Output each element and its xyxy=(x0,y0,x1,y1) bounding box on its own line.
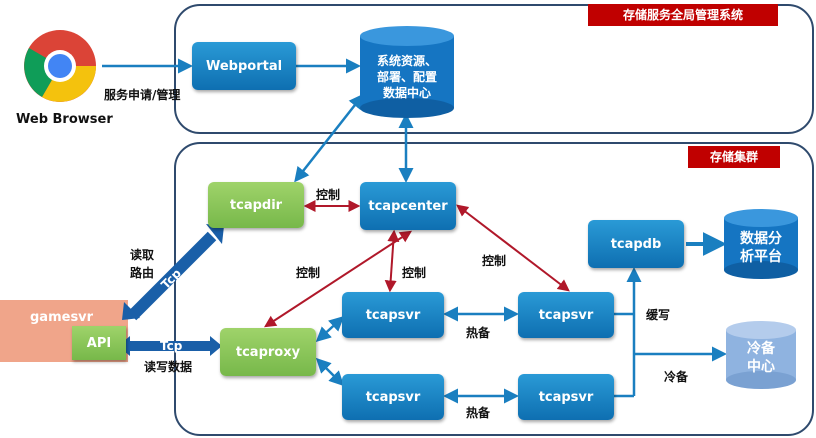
tcapcenter-node[interactable]: tcapcenter xyxy=(360,182,456,230)
api-node[interactable]: API xyxy=(72,326,126,360)
cold-backup-text: 冷备 中心 xyxy=(726,336,796,380)
analysis-text: 数据分 析平台 xyxy=(724,226,798,270)
tcapsvr-node-3[interactable]: tcapsvr xyxy=(342,374,444,420)
config-center-line-2: 部署、配置 xyxy=(376,70,437,84)
control-label-4: 控制 xyxy=(482,254,507,268)
slow-write-label: 缓写 xyxy=(646,308,671,322)
webportal-node[interactable]: Webportal xyxy=(192,42,296,90)
analysis-line-2: 析平台 xyxy=(740,249,782,265)
arrow-tcaproxy-tcapsvr3 xyxy=(315,357,345,387)
config-center-line-1: 系统资源、 xyxy=(376,54,437,68)
read-write-label: 读写数据 xyxy=(144,360,193,374)
config-center-db xyxy=(360,26,454,118)
arrow-tcaproxy-tcapsvr1 xyxy=(315,315,345,343)
tcp-label-2: Tcp xyxy=(160,339,183,353)
analysis-db xyxy=(724,209,798,279)
arrow-api-tcapdir xyxy=(122,224,224,321)
cold-backup-line-1: 冷备 xyxy=(747,341,775,357)
tcapsvr-node-4[interactable]: tcapsvr xyxy=(518,374,614,420)
config-center-line-3: 数据中心 xyxy=(382,86,431,100)
config-center-text: 系统资源、 部署、配置 数据中心 xyxy=(362,46,452,108)
cold-backup-label: 冷备 xyxy=(664,370,689,384)
cold-backup-db xyxy=(726,321,796,389)
tcapsvr-node-1[interactable]: tcapsvr xyxy=(342,292,444,338)
control-label-2: 控制 xyxy=(296,266,321,280)
tcaproxy-node[interactable]: tcaproxy xyxy=(220,328,316,376)
control-label-3: 控制 xyxy=(402,266,427,280)
web-browser-label: Web Browser xyxy=(16,112,113,127)
arrow-configdb-tcapdir xyxy=(294,93,364,183)
read-route-label-1: 读取 xyxy=(130,248,155,262)
cold-backup-line-2: 中心 xyxy=(747,359,775,375)
control-label-1: 控制 xyxy=(316,188,341,202)
service-request-label: 服务申请/管理 xyxy=(104,88,181,102)
arrow-tcapcenter-tcapsvr-right xyxy=(456,204,570,292)
tcapsvr-node-2[interactable]: tcapsvr xyxy=(518,292,614,338)
analysis-line-1: 数据分 xyxy=(740,231,782,247)
arrow-tcapcenter-tcapsvr xyxy=(384,229,400,293)
management-system-title: 存储服务全局管理系统 xyxy=(588,4,778,26)
hot-backup-label-2: 热备 xyxy=(466,406,491,420)
tcapdir-node[interactable]: tcapdir xyxy=(208,182,304,228)
chrome-browser-icon xyxy=(24,30,96,102)
tcapdb-node[interactable]: tcapdb xyxy=(588,220,684,268)
read-route-label-2: 路由 xyxy=(130,266,155,280)
gamesvr-label: gamesvr xyxy=(30,310,94,325)
hot-backup-label-1: 热备 xyxy=(466,326,491,340)
storage-cluster-title: 存储集群 xyxy=(688,146,780,168)
